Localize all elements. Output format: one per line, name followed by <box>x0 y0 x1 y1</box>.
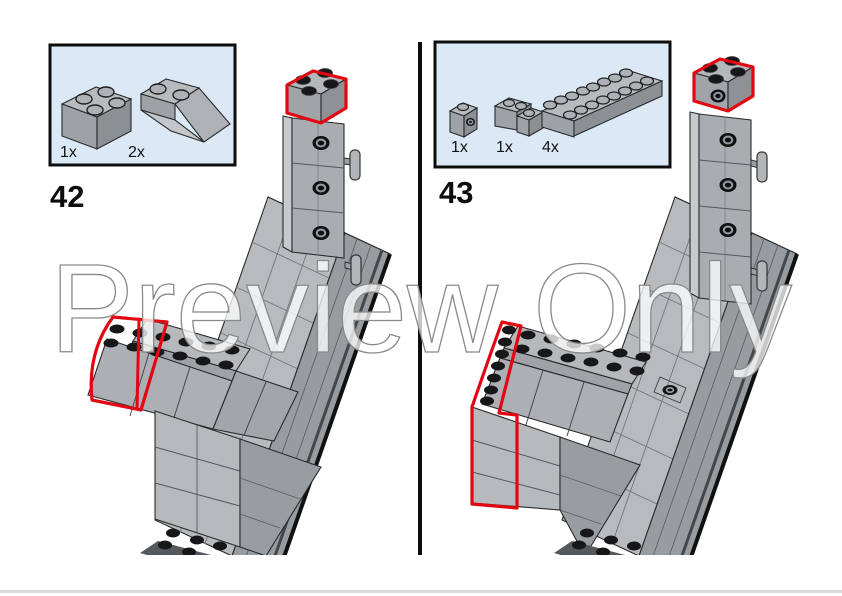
bar-handle <box>750 151 768 183</box>
parts-box-42: 1x 2x <box>48 43 237 167</box>
part-qty-label: 1x <box>60 144 77 161</box>
bar-handle <box>343 149 361 181</box>
panel-divider <box>418 42 422 555</box>
step-number-43: 43 <box>439 175 473 210</box>
highlighted-brick-2x2 <box>285 68 348 125</box>
slope-2x2-icon <box>139 78 231 143</box>
highlighted-brick-column <box>470 320 523 510</box>
part-qty-label: 1x <box>496 139 513 156</box>
bar-handle <box>750 260 768 292</box>
tower <box>689 111 768 305</box>
brick-1x1-technic-icon <box>448 102 479 138</box>
highlight-outline <box>89 315 169 412</box>
platform <box>481 325 651 443</box>
highlight-outline <box>692 57 755 113</box>
highlighted-brick-technic <box>692 56 755 113</box>
tower <box>282 115 361 259</box>
assembly-43 <box>470 56 799 555</box>
brick-2x2-icon <box>60 86 133 150</box>
highlight-divider <box>135 317 141 411</box>
highlight-outline <box>470 320 523 510</box>
step-number-42: 42 <box>50 179 84 214</box>
assembly-42 <box>87 68 392 555</box>
brick-2x2-corner-icon <box>493 97 545 137</box>
highlight-outline <box>285 69 348 125</box>
platform <box>87 318 299 442</box>
technic-hole <box>312 136 330 240</box>
part-qty-label: 2x <box>128 144 145 161</box>
technic-hole <box>719 133 737 237</box>
highlighted-slopes <box>89 315 169 412</box>
stud-row <box>514 330 651 376</box>
step-42-panel: 1x 2x 42 <box>48 43 392 555</box>
step-43-panel: 1x 1x 4x 43 <box>433 40 799 555</box>
part-qty-label: 1x <box>451 139 468 156</box>
bar-handle <box>344 254 362 286</box>
page-footer-rule <box>0 590 842 593</box>
parts-box-43: 1x 1x 4x <box>433 40 672 169</box>
part-qty-label: 4x <box>542 139 559 156</box>
brick-2x8-icon <box>540 68 664 138</box>
wall-end-face <box>140 410 322 555</box>
